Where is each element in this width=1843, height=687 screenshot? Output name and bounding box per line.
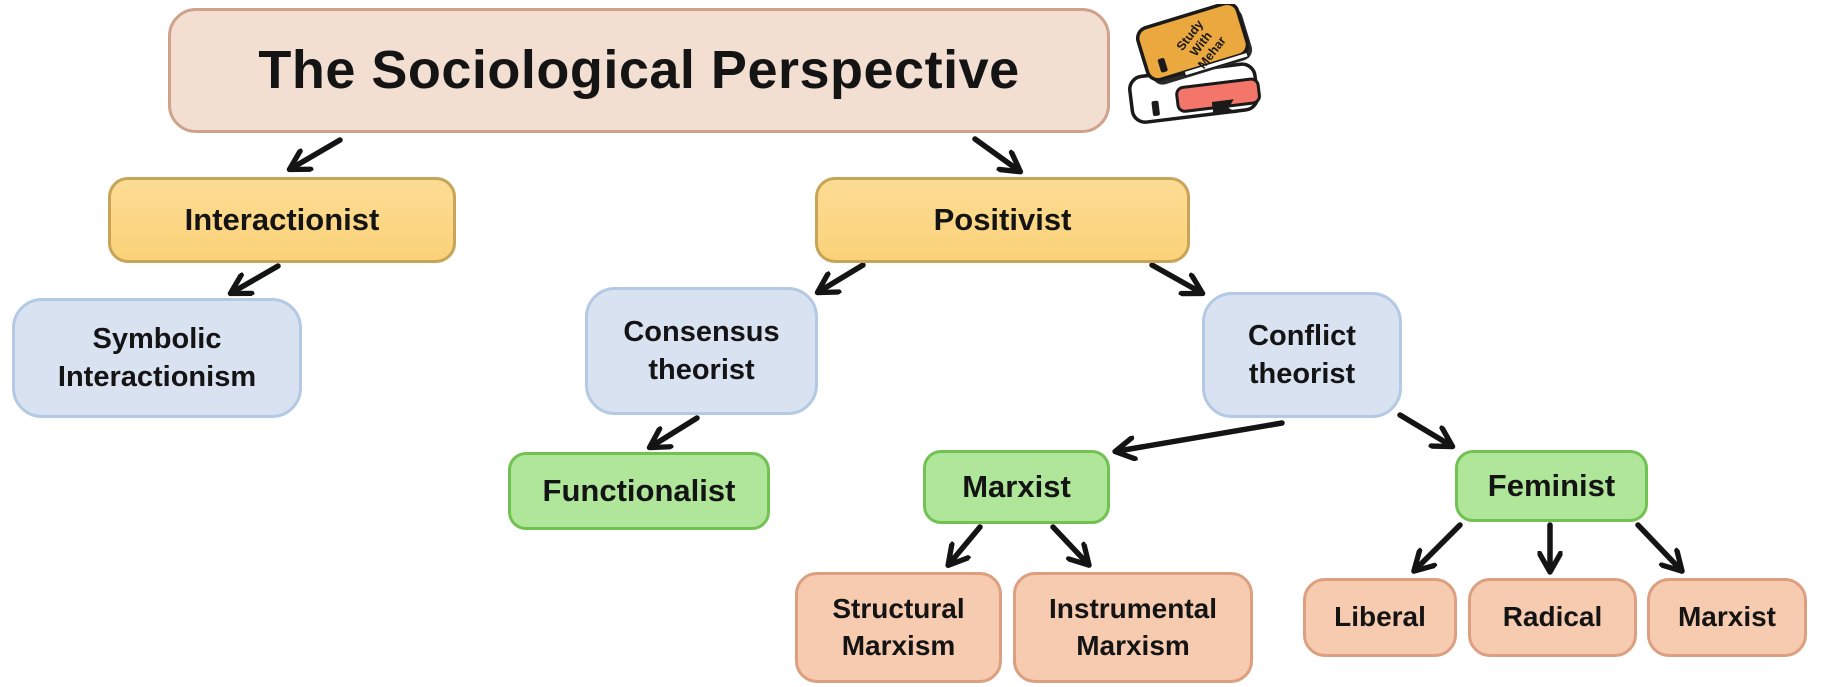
arrow-feminist-to-liberal <box>1416 522 1463 569</box>
node-functionalist-label: Functionalist <box>542 472 736 508</box>
node-conflict-theorist-label: Conflict theorist <box>1248 319 1356 390</box>
node-conflict-theorist: Conflict theorist <box>1202 292 1402 418</box>
node-marxist-feminism: Marxist <box>1647 578 1807 657</box>
arrow-positivist-to-conflict <box>1149 262 1200 292</box>
node-positivist-label: Positivist <box>933 201 1072 237</box>
bookmark-arrow <box>1211 99 1238 114</box>
node-structural-marxism: Structural Marxism <box>795 572 1002 683</box>
node-positivist: Positivist <box>815 177 1190 263</box>
node-feminist: Feminist <box>1455 450 1648 522</box>
study-with-mehar-books-icon: Study With Mehar <box>1128 4 1261 124</box>
node-functionalist: Functionalist <box>508 452 770 530</box>
arrow-conflict-to-feminist <box>1397 412 1450 445</box>
node-consensus-theorist-label: Consensus theorist <box>623 315 780 386</box>
white-book-spine-stripe <box>1151 100 1160 117</box>
node-interactionist: Interactionist <box>108 177 456 263</box>
node-symbolic-interactionism: Symbolic Interactionism <box>12 298 302 418</box>
node-structural-marxism-label: Structural Marxism <box>832 592 965 661</box>
node-liberal-label: Liberal <box>1334 601 1426 633</box>
node-interactionist-label: Interactionist <box>184 201 380 237</box>
node-symbolic-interactionism-label: Symbolic Interactionism <box>57 322 257 393</box>
node-liberal: Liberal <box>1303 578 1457 657</box>
node-instrumental-marxism-label: Instrumental Marxism <box>1048 592 1218 661</box>
arrow-conflict-to-marxist <box>1118 420 1285 451</box>
arrow-title-to-interactionist <box>292 137 343 168</box>
node-marxist: Marxist <box>923 450 1110 524</box>
node-radical-label: Radical <box>1502 601 1603 633</box>
node-marxist-label: Marxist <box>962 468 1071 504</box>
node-radical: Radical <box>1468 578 1637 657</box>
orange-book <box>1135 4 1253 85</box>
arrow-feminist-to-marxist-feminism <box>1635 522 1680 569</box>
red-book <box>1175 77 1261 114</box>
node-marxist-feminism-label: Marxist <box>1677 601 1777 633</box>
node-feminist-label: Feminist <box>1487 467 1616 503</box>
page-title: The Sociological Perspective <box>258 39 1020 100</box>
title-box: The Sociological Perspective <box>168 8 1110 133</box>
arrow-marxist-to-instrumental <box>1050 524 1087 563</box>
arrow-positivist-to-consensus <box>820 262 866 291</box>
node-instrumental-marxism: Instrumental Marxism <box>1013 572 1253 683</box>
node-consensus-theorist: Consensus theorist <box>585 287 818 415</box>
arrow-interactionist-to-symbolic <box>233 263 281 292</box>
arrow-title-to-positivist <box>972 136 1018 170</box>
arrow-marxist-to-structural <box>950 524 983 563</box>
arrow-consensus-to-functionalist <box>652 415 700 446</box>
